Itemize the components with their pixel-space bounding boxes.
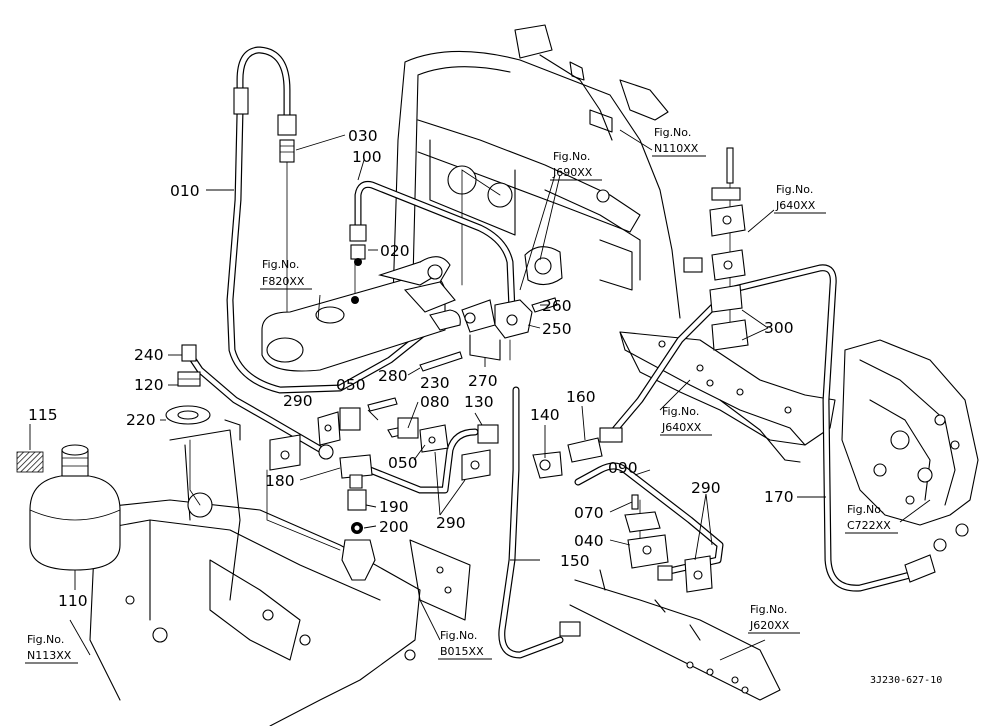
- svg-text:J640XX: J640XX: [661, 421, 702, 434]
- part-label-140: 140: [530, 406, 560, 424]
- label-plate-icon: [16, 451, 44, 473]
- fig-ref-j620: Fig.No. J620XX: [748, 603, 800, 634]
- part-label-130: 130: [464, 393, 494, 411]
- part-label-170: 170: [764, 488, 794, 506]
- part-labels: 010 030 100 020 240 120 220 115 110 260 …: [28, 127, 794, 610]
- part-label-290-a: 290: [283, 392, 313, 410]
- transmission-housing: [391, 24, 681, 331]
- svg-text:Fig.No.: Fig.No.: [262, 258, 299, 271]
- gearbox-housing: [841, 339, 979, 526]
- svg-text:J690XX: J690XX: [552, 166, 593, 179]
- svg-text:J640XX: J640XX: [775, 199, 816, 212]
- fig-ref-n110: Fig.No. N110XX: [652, 126, 706, 157]
- svg-text:N110XX: N110XX: [654, 142, 699, 155]
- part-label-280: 280: [378, 367, 408, 385]
- part-label-290-c: 290: [691, 479, 721, 497]
- fig-ref-b015: Fig.No. B015XX: [438, 629, 492, 660]
- part-label-020: 020: [380, 242, 410, 260]
- figure-references: Fig.No. F820XX Fig.No. J690XX Fig.No. N1…: [25, 126, 898, 664]
- svg-text:N113XX: N113XX: [27, 649, 72, 662]
- fig-ref-n113: Fig.No. N113XX: [25, 633, 78, 664]
- fig-ref-j640-mid: Fig.No. J640XX: [660, 405, 712, 436]
- fig-ref-j640-top: Fig.No. J640XX: [774, 183, 826, 214]
- part-label-290-b: 290: [436, 514, 466, 532]
- part-label-220: 220: [126, 411, 156, 429]
- part-label-090: 090: [608, 459, 638, 477]
- part-label-030: 030: [348, 127, 378, 145]
- part-label-050-b: 050: [388, 454, 418, 472]
- part-label-250: 250: [542, 320, 572, 338]
- svg-text:Fig.No.: Fig.No.: [440, 629, 477, 642]
- part-label-070: 070: [574, 504, 604, 522]
- part-label-040: 040: [574, 532, 604, 550]
- svg-text:Fig.No.: Fig.No.: [27, 633, 64, 646]
- svg-text:B015XX: B015XX: [440, 645, 484, 658]
- part-label-240: 240: [134, 346, 164, 364]
- part-label-050-a: 050: [336, 376, 366, 394]
- svg-text:Fig.No.: Fig.No.: [662, 405, 699, 418]
- right-bracket-bottom: [569, 569, 781, 701]
- part-label-160: 160: [566, 388, 596, 406]
- part-label-180: 180: [265, 472, 295, 490]
- lower-frame: [69, 419, 471, 726]
- leader-lines: [29, 129, 931, 661]
- part-label-150: 150: [560, 552, 590, 570]
- part-label-080: 080: [420, 393, 450, 411]
- part-label-120: 120: [134, 376, 164, 394]
- part-label-300: 300: [764, 319, 794, 337]
- svg-text:Fig.No.: Fig.No.: [847, 503, 884, 516]
- svg-text:Fig.No.: Fig.No.: [776, 183, 813, 196]
- svg-text:C722XX: C722XX: [847, 519, 891, 532]
- rear-frame-bracket: [619, 331, 836, 463]
- accumulator: [16, 444, 121, 571]
- part-label-115: 115: [28, 406, 58, 424]
- fittings: [165, 114, 969, 637]
- drawing-code: 3J230-627-10: [870, 675, 942, 686]
- svg-text:Fig.No.: Fig.No.: [654, 126, 691, 139]
- svg-text:F820XX: F820XX: [262, 275, 305, 288]
- part-label-270: 270: [468, 372, 498, 390]
- pipes: [186, 46, 914, 659]
- part-label-190: 190: [379, 498, 409, 516]
- fig-ref-j690: Fig.No. J690XX: [550, 150, 602, 181]
- part-label-010: 010: [170, 182, 200, 200]
- svg-text:Fig.No.: Fig.No.: [553, 150, 590, 163]
- part-label-100: 100: [352, 148, 382, 166]
- part-label-200: 200: [379, 518, 409, 536]
- svg-text:J620XX: J620XX: [749, 619, 790, 632]
- part-label-110: 110: [58, 592, 88, 610]
- part-label-260: 260: [542, 297, 572, 315]
- part-label-230: 230: [420, 374, 450, 392]
- fig-ref-c722: Fig.No. C722XX: [845, 503, 898, 534]
- fig-ref-f820: Fig.No. F820XX: [260, 258, 312, 290]
- svg-text:Fig.No.: Fig.No.: [750, 603, 787, 616]
